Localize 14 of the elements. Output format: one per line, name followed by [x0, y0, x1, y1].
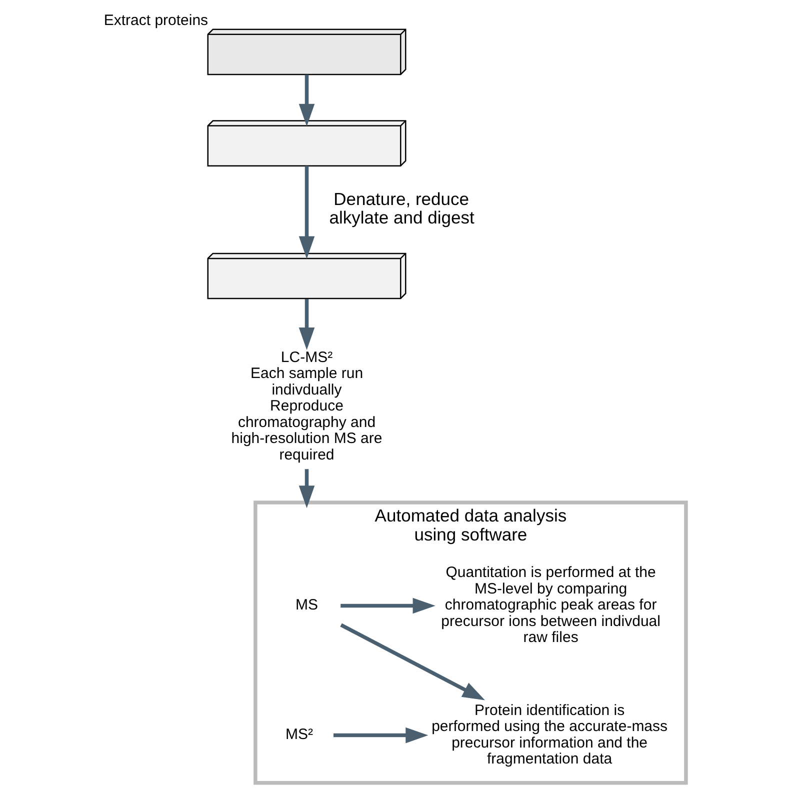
- node-text: Quantitation is performed at the MS-level by comparing chromatographic peak areas for precursor ions between indivdual raw files: [440, 564, 660, 646]
- node-text: Protein identification is performed using the accurate-mass precursor information and the fragmentation data: [431, 702, 668, 768]
- node-label: Extract proteins: [103, 12, 208, 30]
- edge-label: Denature, reduce alkylate and digest: [328, 188, 474, 228]
- arrow: [332, 727, 428, 744]
- arrow: [298, 469, 314, 508]
- arrow: [298, 74, 314, 126]
- arrow: [340, 623, 485, 700]
- arrow: [298, 298, 314, 350]
- arrow: [298, 166, 314, 259]
- node-text: MS²: [285, 726, 312, 744]
- node-text: LC-MS² Each sample run indivdually Reproduce chromatography and high-resolution MS are required: [230, 348, 382, 464]
- arrow: [340, 598, 435, 614]
- node-text: MS: [295, 596, 318, 614]
